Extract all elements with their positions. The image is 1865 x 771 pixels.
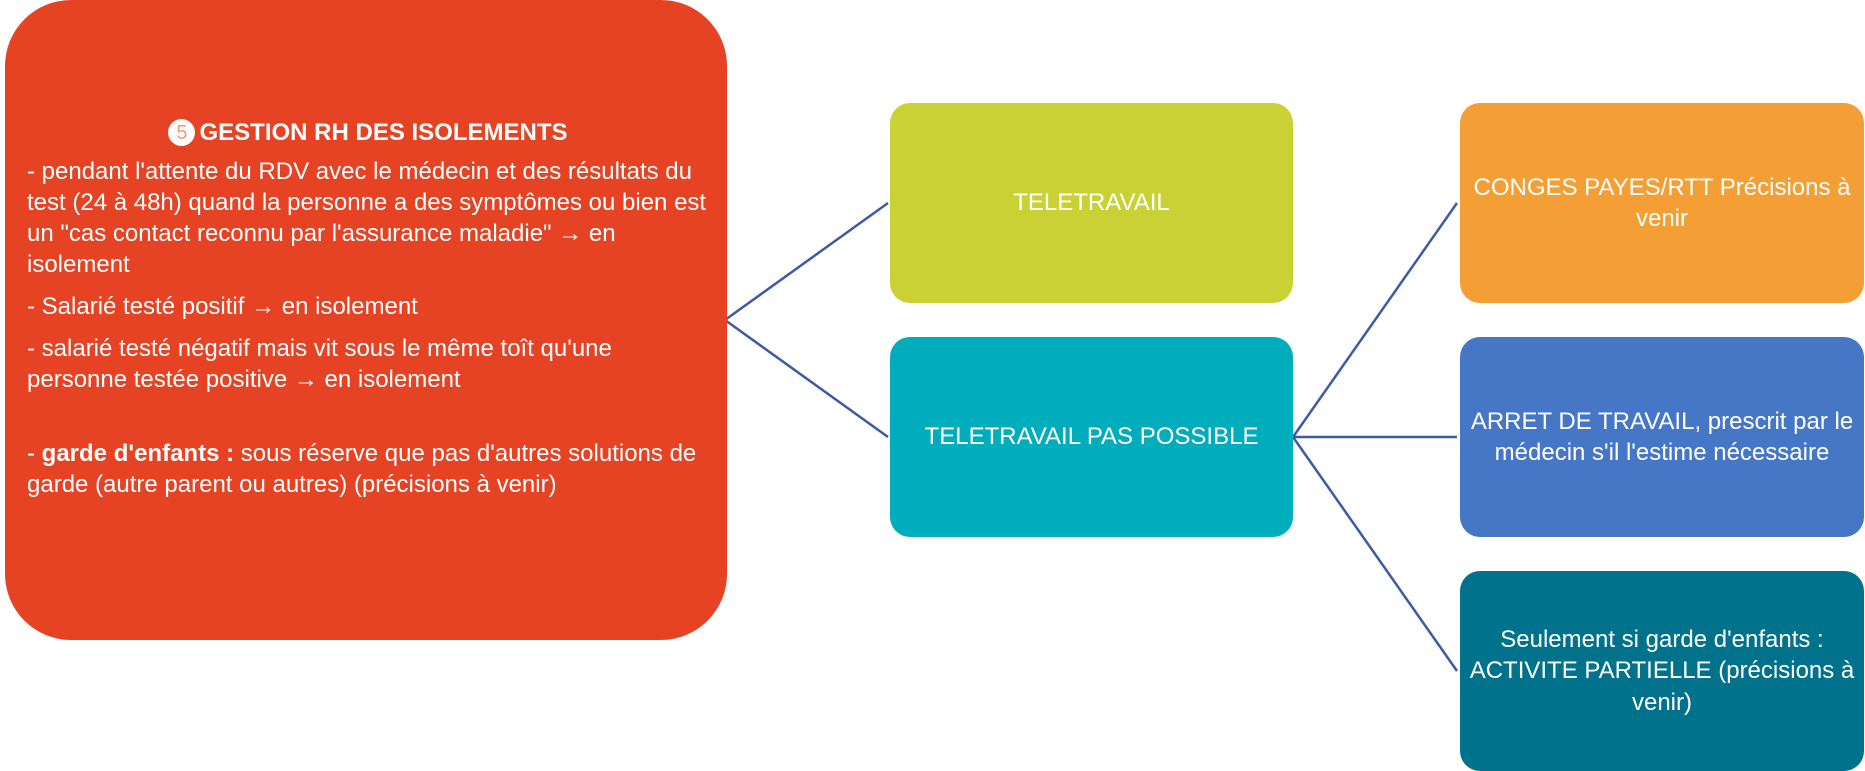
- activite-partielle-box: Seulement si garde d'enfants : ACTIVITE …: [1460, 571, 1864, 771]
- conges-payes-box: CONGES PAYES/RTT Précisions à venir: [1460, 103, 1864, 303]
- arret-de-travail-box: ARRET DE TRAVAIL, prescrit par le médeci…: [1460, 337, 1864, 537]
- connector-pas-possible-to-conges: [1291, 202, 1459, 438]
- gestion-rh-title-text: GESTION RH DES ISOLEMENTS: [199, 119, 568, 146]
- isolement-item-teste-positif: - Salarié testé positif → en isolement: [27, 293, 418, 320]
- connector-main-to-teletravail-pas-possible: [724, 318, 889, 439]
- teletravail-pas-possible-box: TELETRAVAIL PAS POSSIBLE: [890, 337, 1293, 537]
- isolement-item-attente-rdv: - pendant l'attente du RDV avec le médec…: [27, 158, 707, 278]
- connector-main-to-teletravail: [724, 201, 889, 322]
- arret-de-travail-label: ARRET DE TRAVAIL, prescrit par le médeci…: [1470, 407, 1854, 466]
- isolement-item-meme-toit: - salarié testé négatif mais vit sous le…: [27, 335, 612, 393]
- teletravail-pas-possible-label: TELETRAVAIL PAS POSSIBLE: [924, 423, 1259, 451]
- teletravail-box: TELETRAVAIL: [890, 103, 1293, 303]
- gestion-rh-title: 5 GESTION RH DES ISOLEMENTS: [27, 117, 709, 148]
- conges-payes-label: CONGES PAYES/RTT Précisions à venir: [1473, 173, 1851, 232]
- isolement-item-garde-enfants: - garde d'enfants : sous réserve que pas…: [27, 438, 709, 500]
- gestion-rh-box: 5 GESTION RH DES ISOLEMENTS - pendant l'…: [5, 0, 727, 640]
- garde-enfants-prefix: -: [27, 440, 42, 467]
- activite-partielle-label: Seulement si garde d'enfants : ACTIVITE …: [1469, 626, 1855, 716]
- connector-pas-possible-to-activite: [1291, 436, 1459, 672]
- step-number-badge: 5: [168, 119, 196, 146]
- garde-enfants-label: garde d'enfants :: [41, 440, 235, 467]
- garde-enfants-text: sous réserve que pas d'autres solutions …: [27, 440, 697, 498]
- teletravail-label: TELETRAVAIL: [1013, 189, 1170, 217]
